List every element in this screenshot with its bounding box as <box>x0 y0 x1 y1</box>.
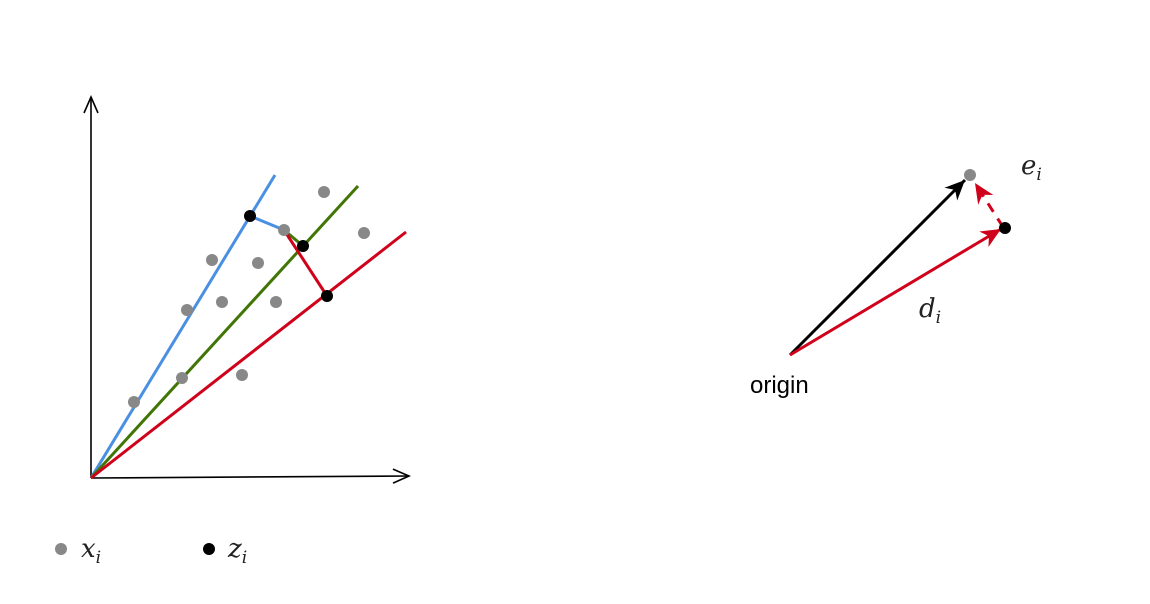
red-line <box>90 230 407 480</box>
e-vector-arrow <box>973 182 1005 228</box>
x-point <box>128 396 140 408</box>
x-point <box>270 296 282 308</box>
red-connector <box>282 229 329 297</box>
x-point <box>236 369 248 381</box>
axes <box>83 95 411 484</box>
legend-z-marker <box>203 543 215 555</box>
z-point <box>244 210 256 222</box>
x-point <box>206 254 218 266</box>
x-axis <box>90 468 411 484</box>
e-label: ei <box>1021 151 1042 185</box>
vector-panel: origin di ei <box>750 151 1042 399</box>
origin-label: origin <box>750 372 809 399</box>
x-point <box>278 224 290 236</box>
legend: xi zi <box>55 534 247 568</box>
legend-x-marker <box>55 543 67 555</box>
x-point <box>176 372 188 384</box>
blue-connector <box>249 214 285 232</box>
d-vector-arrow <box>789 227 1002 357</box>
x-point <box>181 304 193 316</box>
x-points <box>128 186 370 408</box>
z-point <box>321 290 333 302</box>
x-point <box>358 227 370 239</box>
blue-line <box>89 174 277 479</box>
z-points <box>244 210 333 302</box>
x-point <box>216 296 228 308</box>
x-vector-arrow <box>788 178 967 357</box>
z-point <box>297 240 309 252</box>
green-line <box>89 184 360 480</box>
x-point <box>318 186 330 198</box>
d-label: di <box>919 294 941 328</box>
projection-lines <box>89 174 407 480</box>
z-point <box>999 222 1011 234</box>
legend-z-label: zi <box>227 534 247 568</box>
legend-x-label: xi <box>81 534 101 568</box>
x-point <box>252 257 264 269</box>
x-point <box>964 169 976 181</box>
